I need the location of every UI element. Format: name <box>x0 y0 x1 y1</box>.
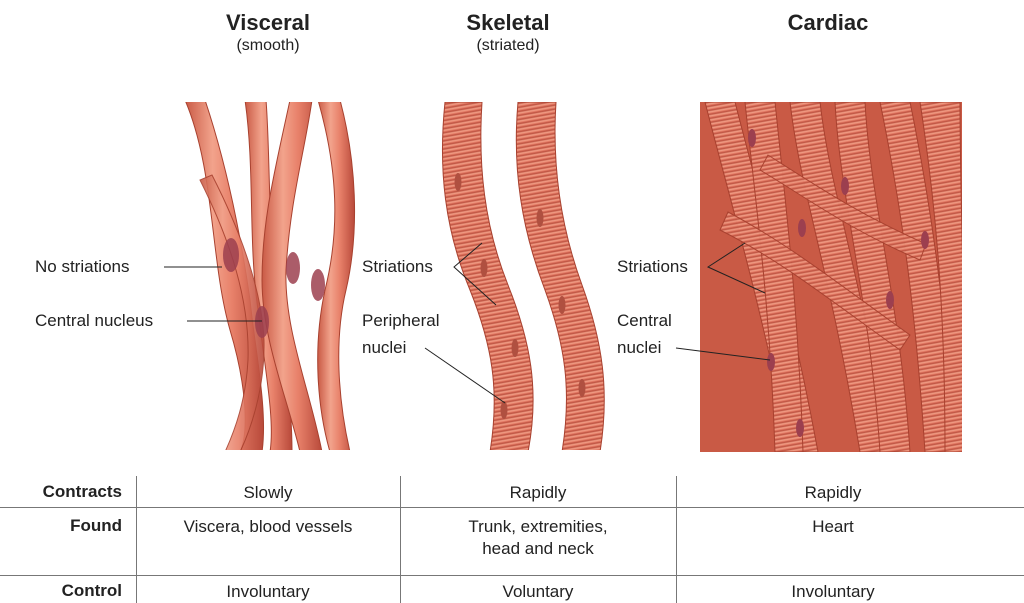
label-cardiac-nuclei: nuclei <box>617 337 661 359</box>
row-header-found: Found <box>0 516 122 536</box>
label-central-nucleus: Central nucleus <box>35 310 153 332</box>
cell-visceral-contracts: Slowly <box>136 482 400 504</box>
label-no-striations: No striations <box>35 256 129 278</box>
cell-cardiac-control: Involuntary <box>676 581 990 603</box>
cell-cardiac-found: Heart <box>676 516 990 538</box>
label-cardiac-central: Central <box>617 310 672 332</box>
cell-skeletal-control: Voluntary <box>400 581 676 603</box>
label-skeletal-striations: Striations <box>362 256 433 278</box>
label-peripheral: Peripheral <box>362 310 440 332</box>
label-cardiac-striations: Striations <box>617 256 688 278</box>
cell-visceral-control: Involuntary <box>136 581 400 603</box>
cell-cardiac-contracts: Rapidly <box>676 482 990 504</box>
cell-skeletal-found: Trunk, extremities, head and neck <box>400 516 676 560</box>
row-header-control: Control <box>0 581 122 601</box>
table-rule <box>0 575 1024 576</box>
skeletal-illustration <box>442 102 604 452</box>
cell-skeletal-contracts: Rapidly <box>400 482 676 504</box>
cell-visceral-found: Viscera, blood vessels <box>136 516 400 538</box>
muscle-illustrations <box>0 0 1024 470</box>
cardiac-illustration <box>700 102 965 452</box>
cell-skeletal-found-line1: Trunk, extremities, <box>400 516 676 538</box>
label-peripheral-nuclei: nuclei <box>362 337 406 359</box>
visceral-illustration <box>185 100 355 452</box>
table-rule <box>0 507 1024 508</box>
row-header-contracts: Contracts <box>0 482 122 502</box>
cell-skeletal-found-line2: head and neck <box>400 538 676 560</box>
